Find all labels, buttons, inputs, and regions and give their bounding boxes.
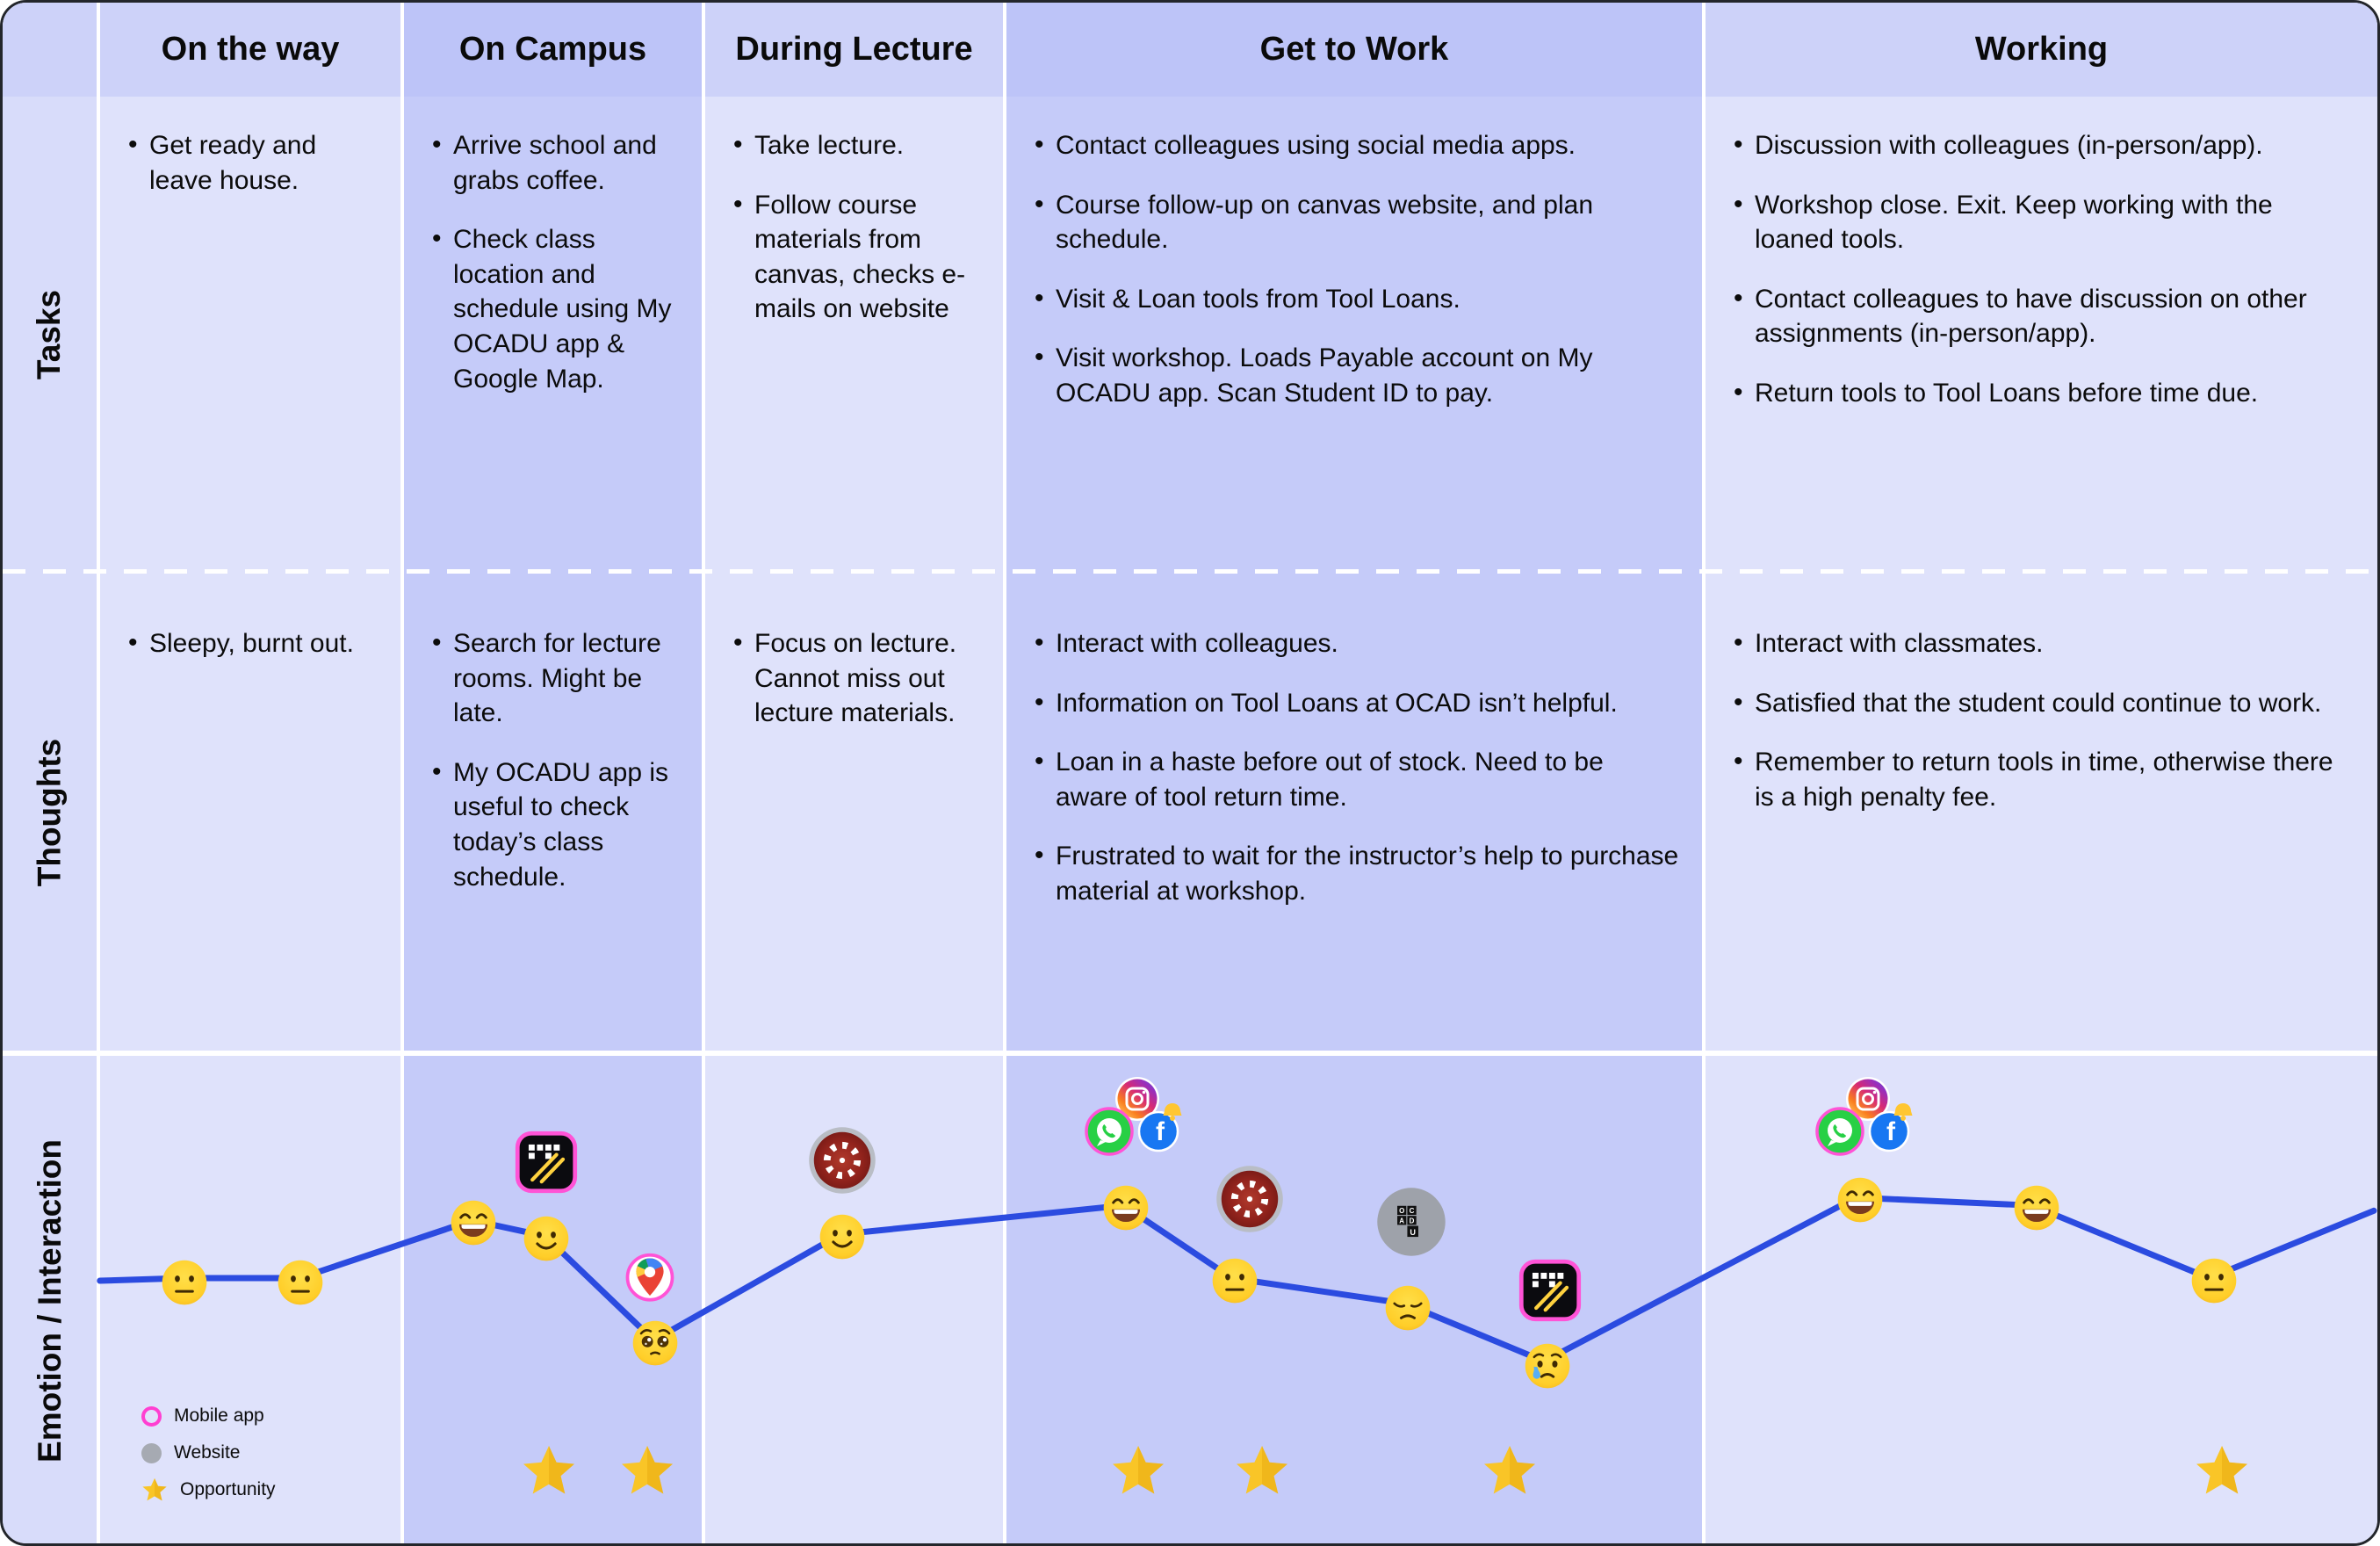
bullet-item: Contact colleagues using social media ap… bbox=[1033, 127, 1679, 163]
bullet-item: Workshop close. Exit. Keep working with … bbox=[1732, 187, 2355, 257]
column-header: On Campus bbox=[404, 3, 702, 97]
column-get-to-work: Get to Work Contact colleagues using soc… bbox=[1006, 3, 1702, 1543]
tasks-list: Arrive school and grabs coffee. Check cla… bbox=[430, 127, 679, 396]
column-during-lecture: During Lecture Take lecture. Follow cours… bbox=[705, 3, 1003, 1543]
thoughts-list: Search for lecture rooms. Might be late.… bbox=[430, 625, 679, 894]
column-on-campus: On Campus Arrive school and grabs coffee… bbox=[404, 3, 702, 1543]
columns-container: On the way Get ready and leave house. Sl… bbox=[3, 3, 2377, 1543]
tasks-thoughts-divider bbox=[3, 569, 2377, 574]
bullet-item: Visit & Loan tools from Tool Loans. bbox=[1033, 281, 1679, 317]
legend-item-opportunity: Opportunity bbox=[141, 1477, 276, 1503]
bullet-item: Arrive school and grabs coffee. bbox=[430, 127, 679, 198]
tasks-cell: Contact colleagues using social media ap… bbox=[1006, 97, 1702, 572]
bullet-item: Interact with colleagues. bbox=[1033, 625, 1679, 661]
bullet-item: Return tools to Tool Loans before time d… bbox=[1732, 375, 2355, 411]
mobile-app-ring-icon bbox=[141, 1405, 162, 1427]
bullet-item: Take lecture. bbox=[732, 127, 980, 163]
column-header: On the way bbox=[100, 3, 400, 97]
column-on-the-way: On the way Get ready and leave house. Sl… bbox=[100, 3, 400, 1543]
bullet-item: Contact colleagues to have discussion on… bbox=[1732, 281, 2355, 351]
bullet-item: Frustrated to wait for the instructor’s … bbox=[1033, 838, 1679, 908]
bullet-item: Information on Tool Loans at OCAD isn’t … bbox=[1033, 685, 1679, 721]
tasks-list: Get ready and leave house. bbox=[126, 127, 378, 198]
thoughts-cell: Focus on lecture. Cannot miss out lectur… bbox=[705, 572, 1003, 1053]
thoughts-cell: Interact with colleagues. Information on … bbox=[1006, 572, 1702, 1053]
legend-item-website: Website bbox=[141, 1440, 276, 1466]
bullet-item: My OCADU app is useful to check today’s … bbox=[430, 755, 679, 894]
tasks-cell: Take lecture. Follow course materials fro… bbox=[705, 97, 1003, 572]
legend-label: Mobile app bbox=[174, 1405, 264, 1426]
legend-label: Website bbox=[174, 1442, 241, 1463]
bullet-item: Search for lecture rooms. Might be late. bbox=[430, 625, 679, 731]
thoughts-emotion-divider bbox=[3, 1051, 2377, 1056]
bullet-item: Focus on lecture. Cannot miss out lectur… bbox=[732, 625, 980, 731]
tasks-list: Take lecture. Follow course materials fro… bbox=[732, 127, 980, 327]
opportunity-star-icon bbox=[141, 1477, 168, 1503]
website-dot-icon bbox=[141, 1442, 162, 1463]
tasks-cell: Arrive school and grabs coffee. Check cla… bbox=[404, 97, 702, 572]
bullet-item: Check class location and schedule using … bbox=[430, 221, 679, 396]
thoughts-list: Focus on lecture. Cannot miss out lectur… bbox=[732, 625, 980, 731]
column-title: Working bbox=[1974, 31, 2109, 68]
column-header: Working bbox=[1706, 3, 2377, 97]
column-title: During Lecture bbox=[735, 31, 973, 68]
thoughts-cell: Search for lecture rooms. Might be late.… bbox=[404, 572, 702, 1053]
thoughts-cell: Interact with classmates. Satisfied that … bbox=[1706, 572, 2377, 1053]
bullet-item: Visit workshop. Loads Payable account on… bbox=[1033, 340, 1679, 410]
thoughts-list: Interact with classmates. Satisfied that … bbox=[1732, 625, 2355, 814]
bullet-item: Follow course materials from canvas, che… bbox=[732, 187, 980, 327]
bullet-item: Sleepy, burnt out. bbox=[126, 625, 378, 661]
row-label-column bbox=[3, 3, 97, 1543]
legend: Mobile app Website Opportunity bbox=[141, 1403, 276, 1503]
thoughts-list: Sleepy, burnt out. bbox=[126, 625, 378, 661]
tasks-list: Contact colleagues using social media ap… bbox=[1033, 127, 1679, 411]
bullet-item: Satisfied that the student could continu… bbox=[1732, 685, 2355, 721]
column-title: On Campus bbox=[458, 31, 647, 68]
legend-label: Opportunity bbox=[180, 1479, 276, 1499]
corner-cell bbox=[3, 3, 97, 97]
column-title: Get to Work bbox=[1259, 31, 1449, 68]
bullet-item: Course follow-up on canvas website, and … bbox=[1033, 187, 1679, 257]
tasks-list: Discussion with colleagues (in-person/ap… bbox=[1732, 127, 2355, 411]
column-working: Working Discussion with colleagues (in-p… bbox=[1706, 3, 2377, 1543]
bullet-item: Interact with classmates. bbox=[1732, 625, 2355, 661]
column-header: Get to Work bbox=[1006, 3, 1702, 97]
tasks-cell: Discussion with colleagues (in-person/ap… bbox=[1706, 97, 2377, 572]
column-header: During Lecture bbox=[705, 3, 1003, 97]
bullet-item: Loan in a haste before out of stock. Nee… bbox=[1033, 744, 1679, 814]
column-title: On the way bbox=[161, 31, 340, 68]
bullet-item: Discussion with colleagues (in-person/ap… bbox=[1732, 127, 2355, 163]
bullet-item: Get ready and leave house. bbox=[126, 127, 378, 198]
bullet-item: Remember to return tools in time, otherw… bbox=[1732, 744, 2355, 814]
thoughts-list: Interact with colleagues. Information on … bbox=[1033, 625, 1679, 909]
tasks-cell: Get ready and leave house. bbox=[100, 97, 400, 572]
thoughts-cell: Sleepy, burnt out. bbox=[100, 572, 400, 1053]
legend-item-mobile-app: Mobile app bbox=[141, 1403, 276, 1429]
